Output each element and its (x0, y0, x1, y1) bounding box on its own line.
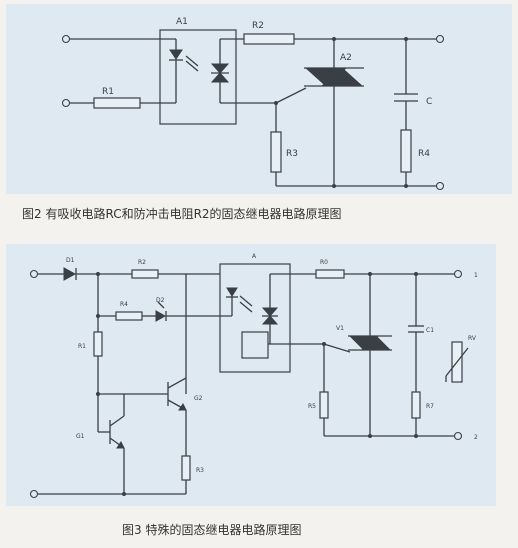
label-a: A (252, 253, 257, 260)
circuit-diagram-2: D1 R2 A R0 1 R4 D2 V1 C1 RV R1 R5 R7 G2 … (6, 244, 496, 506)
input-terminal-top (29, 269, 39, 279)
resistor-r1 (93, 331, 103, 357)
label-d2: D2 (156, 297, 165, 304)
circuit-2-svg: D1 R2 A R0 1 R4 D2 V1 C1 RV R1 R5 R7 G2 … (29, 253, 478, 499)
output-terminal-bottom (435, 181, 445, 191)
optocoupler-a (219, 263, 291, 373)
triac-icon (210, 63, 230, 74)
light-arrow-icon (185, 55, 199, 67)
label-r4: R4 (120, 301, 128, 308)
triac-icon (261, 315, 279, 325)
input-terminal-bottom (29, 489, 39, 499)
junction (414, 434, 418, 438)
varistor-slash (445, 347, 469, 377)
light-arrow-icon (157, 301, 165, 309)
resistor-r2 (243, 33, 295, 45)
diode-d1-icon (63, 267, 77, 281)
circuit-1-svg: A1 R1 R2 A2 C R3 R4 (61, 17, 445, 191)
output-terminal-1 (453, 269, 463, 279)
led-diode-icon (169, 49, 183, 60)
label-v1: V1 (336, 325, 344, 332)
light-arrow-icon (239, 295, 253, 307)
figure-2-caption: 图3 特殊的固态继电器电路原理图 (122, 523, 302, 537)
transistor-g2-collector (167, 377, 187, 389)
transistor-g1-collector (109, 415, 125, 427)
label-c: C (426, 97, 432, 107)
label-c1: C1 (426, 327, 434, 334)
triac-icon (210, 72, 230, 83)
input-terminal-top (61, 34, 71, 44)
label-r2: R2 (252, 21, 264, 31)
light-arrow-icon (185, 60, 199, 72)
resistor-r1 (93, 97, 141, 109)
figure-1-caption: 图2 有吸收电路RC和防冲击电阻R2的固态继电器电路原理图 (22, 207, 342, 221)
label-r1: R1 (78, 343, 86, 350)
light-arrow-icon (239, 301, 253, 313)
resistor-r4 (400, 129, 412, 173)
label-r3: R3 (286, 149, 298, 159)
resistor-r2 (131, 269, 159, 279)
junction (122, 492, 126, 496)
output-terminal-2 (453, 431, 463, 441)
resistor-r3 (270, 131, 282, 173)
label-terminal-2: 2 (474, 434, 478, 441)
junction (368, 434, 372, 438)
circuit-diagram-1: A1 R1 R2 A2 C R3 R4 (6, 4, 512, 194)
triac-icon (261, 307, 279, 317)
label-terminal-1: 1 (474, 272, 478, 279)
junction (332, 184, 336, 188)
transistor-arrow-icon (116, 441, 125, 449)
optocoupler-inner-block (241, 331, 269, 359)
label-r5: R5 (308, 403, 316, 410)
label-a1: A1 (176, 17, 188, 27)
label-g1: G1 (76, 433, 85, 440)
led-d2-icon (155, 310, 167, 322)
label-d1: D1 (66, 257, 75, 264)
label-g2: G2 (194, 395, 203, 402)
label-a2: A2 (340, 53, 352, 63)
label-rv: RV (468, 335, 477, 342)
output-terminal-top (435, 34, 445, 44)
resistor-r3 (181, 455, 191, 481)
resistor-r0 (315, 269, 345, 279)
resistor-r7 (411, 391, 421, 419)
led-icon (226, 287, 238, 297)
wire (323, 343, 351, 353)
label-r2: R2 (138, 259, 146, 266)
label-r7: R7 (426, 403, 434, 410)
optocoupler-a1 (159, 29, 237, 125)
input-terminal-bottom (61, 98, 71, 108)
resistor-r4 (115, 311, 143, 321)
label-r0: R0 (320, 259, 328, 266)
label-r4: R4 (418, 149, 430, 159)
wire (275, 87, 307, 104)
transistor-arrow-icon (178, 403, 187, 411)
label-r3: R3 (196, 467, 204, 474)
label-r1: R1 (102, 87, 114, 97)
resistor-r5 (319, 391, 329, 419)
